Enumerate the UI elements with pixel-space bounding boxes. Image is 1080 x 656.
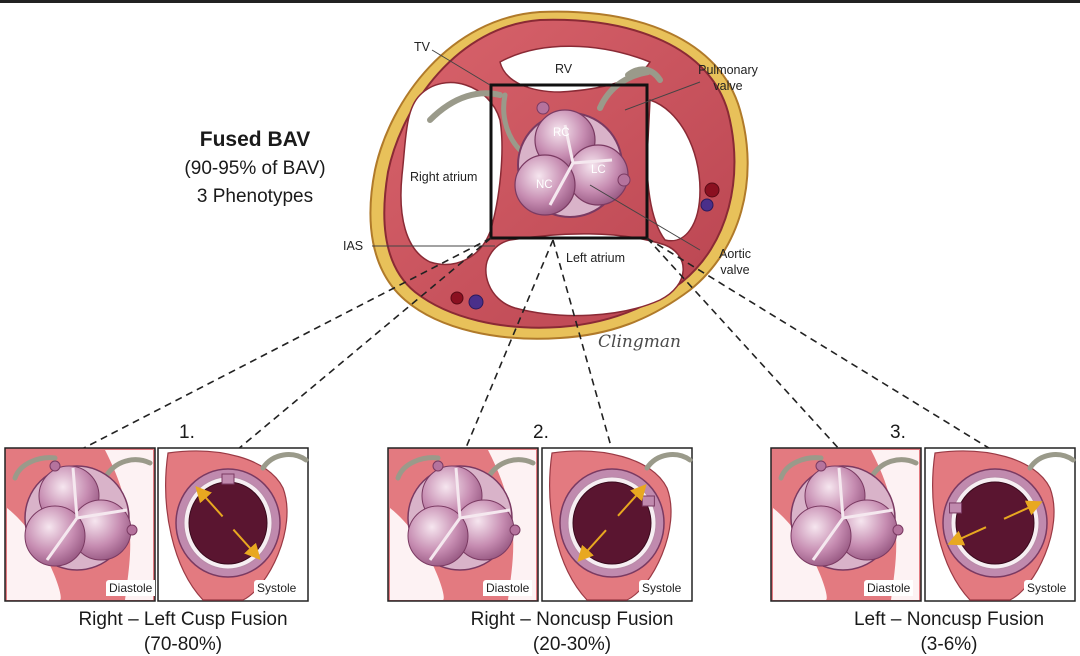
coronary-vein-right [700, 198, 714, 212]
zoom-box [489, 83, 649, 240]
right-atrium-chamber [400, 81, 503, 266]
phenotype-3-systole-panel [924, 447, 1076, 602]
label-pulmonary-valve: Pulmonary valve [698, 63, 758, 93]
phenotype-2-systole-panel [541, 447, 693, 602]
artist-signature: Clingman [598, 332, 681, 352]
heart-cross-section [369, 10, 749, 340]
label-ias: IAS [343, 239, 364, 253]
phenotype-1-diastole-panel [4, 447, 156, 602]
tv-leader [431, 49, 491, 86]
coronary-artery-left [450, 291, 464, 305]
phenotype-1-name: Right – Left Cusp Fusion [78, 609, 288, 630]
figure-subtitle-2: 3 Phenotypes [196, 186, 314, 207]
label-aortic-valve: Aortic valve [719, 247, 751, 277]
phenotype-1-number: 1. [179, 422, 195, 443]
phenotype-2-prevalence: (20-30%) [532, 634, 612, 655]
aortic-valve-main [514, 101, 631, 218]
label-rc: RC [553, 127, 570, 139]
pulmonary-leaflet-a [597, 69, 651, 111]
rv-inner-leaflet [501, 92, 523, 153]
tricuspid-leaflet [427, 90, 503, 123]
av-leader [589, 184, 701, 251]
phenotype-2-diastole-label: Diastole [483, 580, 533, 596]
label-left-atrium: Left atrium [566, 251, 626, 265]
label-lc: LC [591, 164, 606, 176]
coronary-artery-right [704, 182, 720, 198]
label-rv: RV [555, 62, 573, 76]
pulmonary-leaflet-b [625, 66, 663, 83]
cusp-nc [514, 154, 576, 216]
phenotype-3-systole-label: Systole [1024, 580, 1070, 596]
figure-title: Fused BAV [199, 128, 311, 151]
phenotype-2-number: 2. [533, 422, 549, 443]
label-right-atrium: Right atrium [410, 170, 478, 184]
phenotype-panels [4, 447, 1076, 602]
phenotype-2-systole-label: Systole [639, 580, 685, 596]
coronary-vein-left [468, 294, 484, 310]
phenotype-3-diastole-label: Diastole [864, 580, 914, 596]
pv-leader [624, 81, 701, 111]
commissure-lines [548, 124, 613, 206]
phenotype-1-prevalence: (70-80%) [143, 634, 223, 655]
phenotype-3-name: Left – Noncusp Fusion [853, 609, 1045, 630]
label-nc: NC [536, 179, 553, 191]
figure-subtitle-1: (90-95% of BAV) [184, 158, 326, 179]
top-border [0, 0, 1080, 3]
phenotype-2-name: Right – Noncusp Fusion [470, 609, 674, 630]
projection-lines [79, 237, 993, 451]
phenotype-3-number: 3. [890, 422, 906, 443]
phenotype-1-systole-panel [157, 447, 309, 602]
phenotype-3-diastole-panel [770, 447, 922, 602]
phenotype-3-prevalence: (3-6%) [920, 634, 978, 655]
label-tv: TV [414, 40, 430, 54]
phenotype-2-diastole-panel [387, 447, 539, 602]
phenotype-1-systole-label: Systole [254, 580, 300, 596]
phenotype-1-diastole-label: Diastole [106, 580, 156, 596]
left-atrium-chamber [485, 233, 684, 317]
